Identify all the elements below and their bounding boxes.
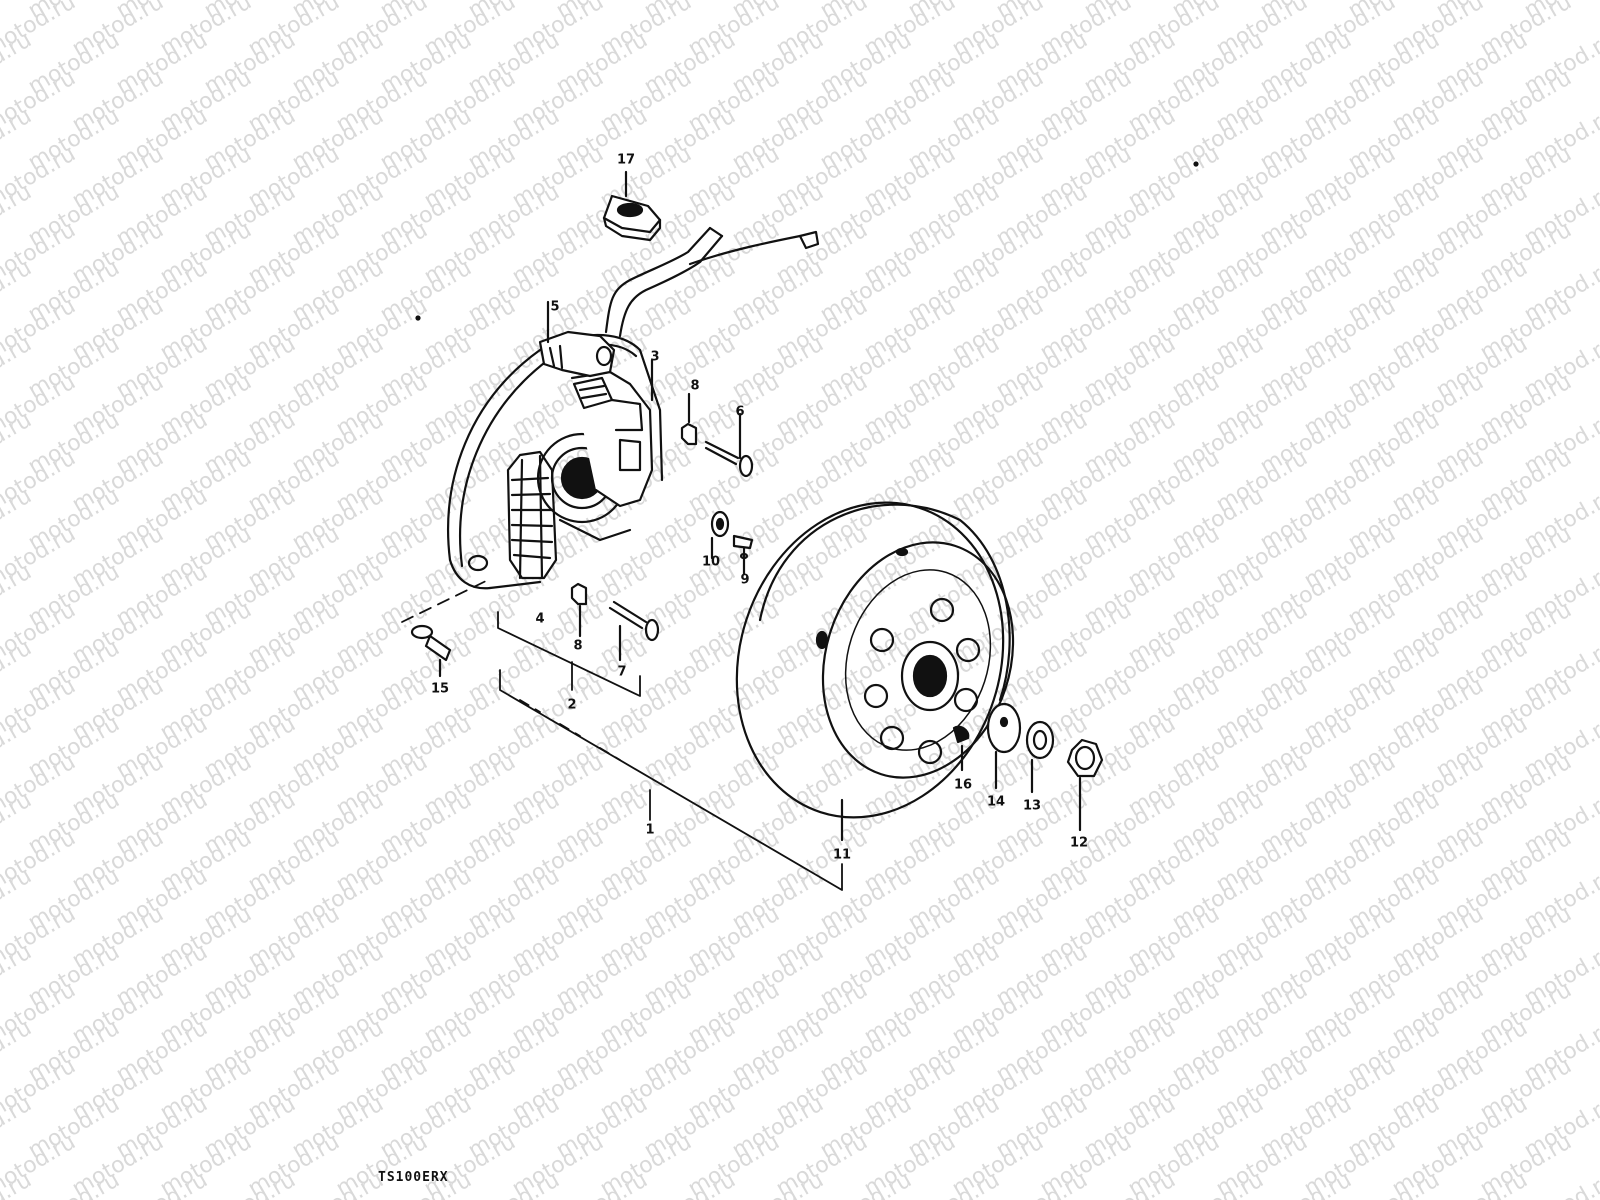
screw-part-6: [704, 412, 754, 478]
callout-8-upper: 8: [690, 378, 700, 394]
source-coil-part-4: [506, 450, 558, 580]
nut-part-8-upper: [680, 392, 698, 446]
callout-8-lower: 8: [573, 638, 583, 654]
callout-3: 3: [650, 349, 660, 365]
bracket-part-1: [401, 579, 843, 891]
callout-5: 5: [550, 299, 560, 315]
washer-part-14: [986, 702, 1022, 790]
wire-harness: [604, 226, 820, 338]
model-code-label: TS100ERX: [378, 1170, 449, 1185]
washer-part-10: [710, 510, 730, 560]
nut-part-12: [1066, 738, 1104, 832]
callout-13: 13: [1022, 798, 1042, 814]
screw-part-9: [732, 534, 754, 576]
screw-part-15: [410, 624, 452, 678]
callout-17: 17: [616, 152, 636, 168]
flywheel-rotor-part-11: [735, 501, 1015, 842]
bracket-part-2: [497, 611, 641, 697]
callout-4: 4: [535, 611, 545, 627]
callout-15: 15: [430, 681, 450, 697]
callout-12: 12: [1069, 835, 1089, 851]
lighting-coil-part-3: [570, 370, 654, 508]
callout-14: 14: [986, 794, 1006, 810]
grommet-part-17: [602, 170, 662, 242]
callout-6: 6: [735, 404, 745, 420]
screw-part-7: [608, 600, 660, 662]
callout-9: 9: [740, 572, 750, 588]
callout-16: 16: [953, 777, 973, 793]
stator-plate: [447, 334, 664, 590]
callout-2: 2: [567, 697, 577, 713]
lock-washer-part-13: [1025, 720, 1055, 794]
callout-11: 11: [832, 847, 852, 863]
callout-1: 1: [645, 822, 655, 838]
callout-10: 10: [701, 554, 721, 570]
nut-part-8-lower: [570, 582, 588, 638]
pickup-coil-part-5: [538, 300, 616, 378]
callout-7: 7: [617, 664, 627, 680]
key-part-16: [952, 725, 970, 772]
